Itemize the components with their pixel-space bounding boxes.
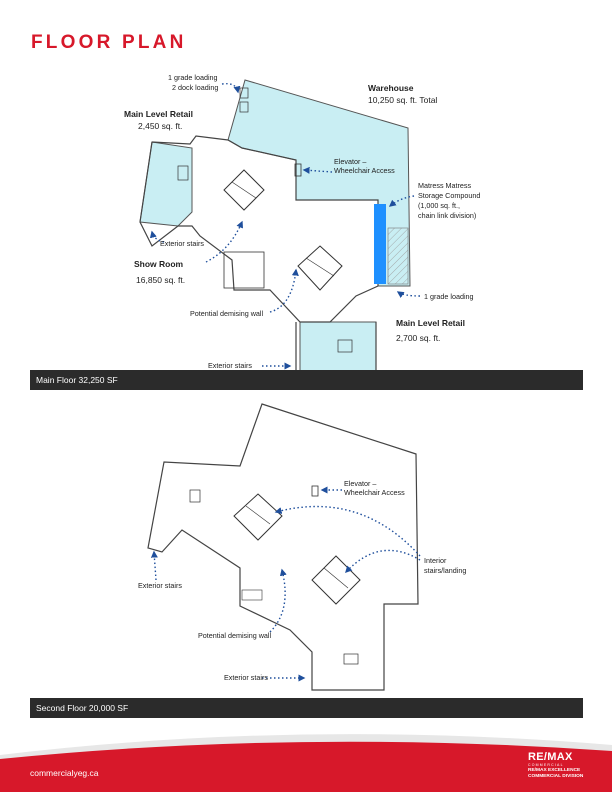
label-second-exterior-left: Exterior stairs xyxy=(138,581,182,590)
main-floor-plan: 1 grade loading 2 dock loading Warehouse… xyxy=(110,66,500,382)
logo-main-text: RE/MAX xyxy=(528,751,573,763)
second-stairs-diamond-2 xyxy=(311,555,361,605)
label-grade-loading: 1 grade loading xyxy=(424,292,474,301)
arrow-showroom xyxy=(205,220,244,263)
retail-left-area xyxy=(139,141,193,227)
label-storage-line4: chain link division) xyxy=(418,211,476,220)
stairs-diamond-1 xyxy=(223,169,265,211)
second-floor-outline xyxy=(147,403,419,691)
second-stairs-diamond-1 xyxy=(233,493,283,541)
remax-logo: RE/MAX COMMERCIAL RE/MAX EXCELLENCE COMM… xyxy=(528,752,584,779)
page-title: FLOOR PLAN xyxy=(31,32,187,53)
label-second-elevator-line2: Wheelchair Access xyxy=(344,488,405,497)
label-retail-left-title: Main Level Retail xyxy=(124,109,193,119)
label-second-demising: Potential demising wall xyxy=(198,631,272,640)
label-storage-line1: Matress Matress xyxy=(418,181,472,190)
label-showroom-title: Show Room xyxy=(134,259,184,269)
label-exterior-stairs-left: Exterior stairs xyxy=(160,239,204,248)
label-interior-line1: Interior xyxy=(424,556,447,565)
label-retail-left-area: 2,450 sq. ft. xyxy=(138,121,182,131)
stairs-diamond-2 xyxy=(297,245,343,291)
logo-sub-text: COMMERCIAL xyxy=(528,763,564,767)
arrow-elevator xyxy=(302,166,333,174)
storage-compound-blue xyxy=(374,204,386,284)
second-floor-drawing: Elevator – Wheelchair Access Interior st… xyxy=(138,403,466,691)
label-retail-bottom-area: 2,700 sq. ft. xyxy=(396,333,440,343)
arrow-storage xyxy=(388,195,415,207)
label-interior-line2: stairs/landing xyxy=(424,566,466,575)
storage-compound-hatch xyxy=(387,227,409,285)
arrow-interior-1 xyxy=(274,505,421,557)
arrow-exterior-left xyxy=(149,230,165,243)
footer-url-link[interactable]: commercialyeg.ca xyxy=(30,768,99,778)
second-floor-plan: Elevator – Wheelchair Access Interior st… xyxy=(110,400,500,698)
label-retail-bottom-title: Main Level Retail xyxy=(396,318,465,328)
label-elevator-line2: Wheelchair Access xyxy=(334,166,395,175)
main-floor-caption: Main Floor 32,250 SF xyxy=(30,370,583,390)
label-elevator-line1: Elevator – xyxy=(334,157,366,166)
building-outline xyxy=(139,135,379,323)
label-showroom-area: 16,850 sq. ft. xyxy=(136,275,185,285)
label-storage-line3: (1,000 sq. ft., xyxy=(418,201,460,210)
second-floor-caption: Second Floor 20,000 SF xyxy=(30,698,583,718)
label-storage-line2: Storage Compound xyxy=(418,191,480,200)
footer xyxy=(0,725,612,792)
arrow-loading-top xyxy=(221,82,241,94)
label-loading-line1: 1 grade loading xyxy=(168,73,218,82)
arrow-demising xyxy=(269,268,299,313)
arrow-interior-2 xyxy=(345,549,421,574)
footer-swoosh xyxy=(0,734,612,792)
label-warehouse-area: 10,250 sq. ft. Total xyxy=(368,95,437,105)
label-warehouse-title: Warehouse xyxy=(368,83,414,93)
logo-line1: RE/MAX EXCELLENCE xyxy=(528,768,581,773)
label-loading-line2: 2 dock loading xyxy=(172,83,218,92)
label-second-elevator-line1: Elevator – xyxy=(344,479,376,488)
arrow-second-demising xyxy=(269,568,287,633)
label-second-exterior-bottom: Exterior stairs xyxy=(224,673,268,682)
label-demising-wall: Potential demising wall xyxy=(190,309,264,318)
arrow-second-exterior-left xyxy=(150,550,158,581)
label-exterior-stairs-bottom: Exterior stairs xyxy=(208,361,252,370)
main-floor-drawing: 1 grade loading 2 dock loading Warehouse… xyxy=(124,73,480,379)
logo-line2: COMMERCIAL DIVISION xyxy=(528,773,584,779)
arrow-grade-loading xyxy=(396,291,421,299)
